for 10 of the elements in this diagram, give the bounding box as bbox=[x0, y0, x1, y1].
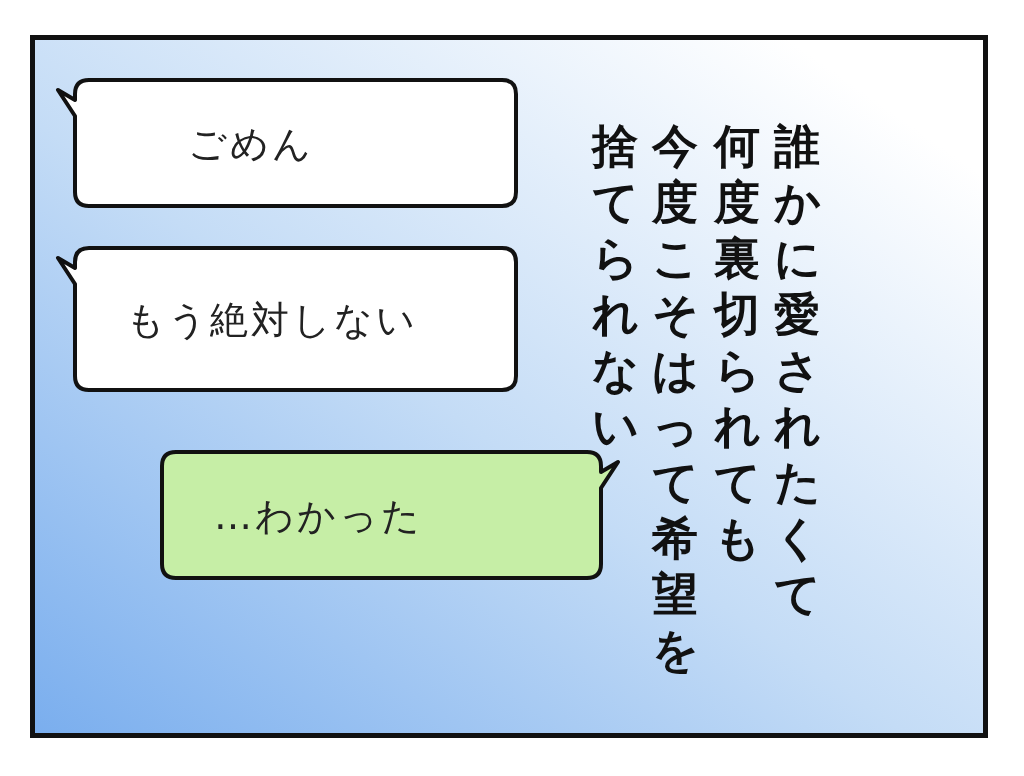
vertical-narration-text: 今度こそはって希望を bbox=[650, 118, 700, 678]
message-text: ごめん bbox=[188, 121, 314, 168]
speech-bubble bbox=[162, 452, 618, 578]
speech-bubble bbox=[58, 80, 516, 206]
speech-bubble bbox=[58, 248, 516, 390]
message-text: …わかった bbox=[214, 493, 423, 540]
vertical-narration-text: 誰かに愛されたくて bbox=[772, 118, 822, 622]
vertical-narration-text: 何度裏切られても bbox=[712, 118, 762, 566]
message-text: もう絶対しない bbox=[126, 297, 418, 344]
vertical-narration-text: 捨てられない bbox=[590, 118, 640, 454]
